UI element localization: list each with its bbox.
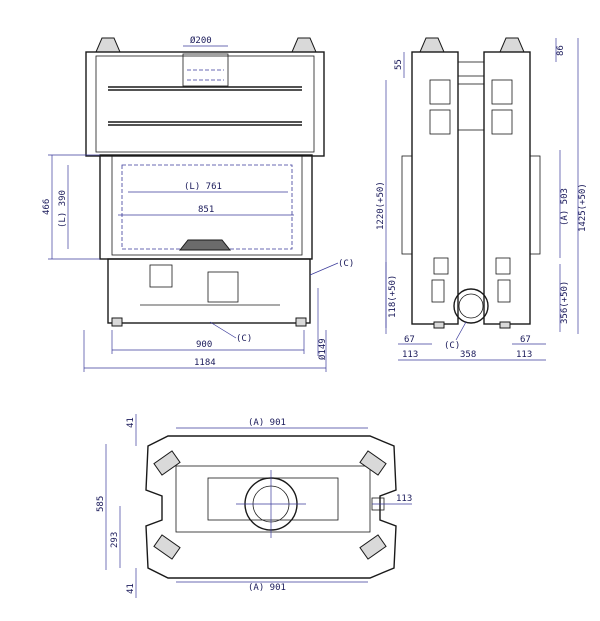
side-column-right (483, 51, 531, 325)
callout-c-front-right: (C) (338, 259, 354, 269)
dim-plan-side-113: 113 (396, 494, 412, 504)
side-lug-left (419, 37, 445, 53)
dim-overall-width: 1184 (194, 358, 216, 368)
flue-collar (182, 53, 229, 87)
plan-body (175, 465, 371, 533)
side-flue-outlet (453, 288, 489, 324)
dim-side-height-a: (A) 503 (560, 188, 570, 226)
dim-body-width: 900 (196, 340, 212, 350)
front-base (107, 258, 311, 324)
dim-side-base-left: 118(+50) (388, 275, 398, 318)
dim-inner-height: (L) 390 (58, 190, 68, 228)
lifting-lug-left (95, 37, 121, 53)
dim-plan-width-bottom: (A) 901 (248, 583, 286, 593)
dim-side-113-left: 113 (402, 350, 418, 360)
dim-plan-depth-half: 293 (110, 532, 120, 548)
dim-inner-width: (L) 761 (184, 182, 222, 192)
front-hood (85, 51, 325, 157)
side-lug-right (499, 37, 525, 53)
side-view: 1220(+50) 55 86 (A) 503 1425(+50) 118(+5… (376, 37, 588, 361)
plan-outline (145, 435, 397, 579)
dim-foot-diameter: Ø149 (317, 338, 328, 360)
dim-side-top-right: 86 (556, 45, 566, 56)
dim-side-67-right: 67 (520, 335, 531, 345)
dim-side-height-total: 1425(+50) (578, 183, 588, 232)
dim-side-113-right: 113 (516, 350, 532, 360)
plan-view: (A) 901 (A) 901 585 293 41 41 113 (96, 414, 412, 598)
callout-c-side: (C) (444, 341, 460, 351)
side-column-left (411, 51, 459, 325)
dim-side-358: 358 (460, 350, 476, 360)
dim-plan-top-41: 41 (126, 417, 136, 428)
dim-side-top-offset: 55 (394, 59, 404, 70)
dim-side-base-right: 356(+50) (560, 281, 570, 324)
dim-plan-depth-total: 585 (96, 496, 106, 512)
dim-plan-width-top: (A) 901 (248, 418, 286, 428)
access-plate (207, 271, 239, 303)
lifting-lug-right (291, 37, 317, 53)
dim-plan-bottom-41: 41 (126, 583, 136, 594)
dim-side-height-main: 1220(+50) (376, 181, 386, 230)
dim-side-67-left: 67 (404, 335, 415, 345)
dim-total-height: 466 (42, 199, 52, 215)
dim-glass-width: 851 (198, 205, 214, 215)
front-view: Ø200 (L) 761 851 900 1184 466 (L) 390 (C… (42, 35, 354, 372)
dim-flue-diameter: Ø200 (190, 35, 212, 46)
callout-c-front-bottom: (C) (236, 334, 252, 344)
log-grate (178, 239, 232, 251)
